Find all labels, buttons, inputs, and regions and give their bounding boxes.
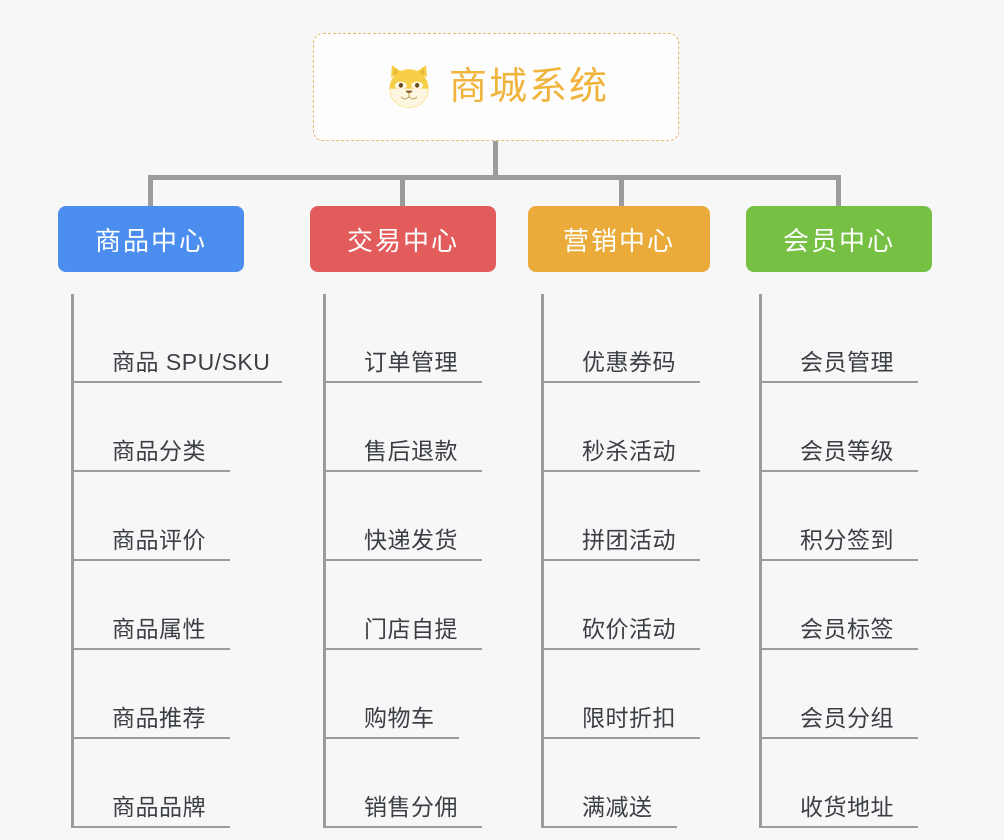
list-item-label: 商品评价 [112, 526, 206, 553]
list-item-rule [326, 648, 482, 650]
list-item[interactable]: 砍价活动 [544, 561, 710, 650]
list-item-label: 会员标签 [800, 615, 894, 642]
list-item-label: 会员分组 [800, 704, 894, 731]
list-item[interactable]: 商品品牌 [74, 739, 244, 828]
connector-horizontal-spine [148, 175, 841, 180]
list-item-rule [74, 470, 230, 472]
branch-header-3[interactable]: 营销中心 [528, 206, 710, 272]
branch-header-2[interactable]: 交易中心 [310, 206, 496, 272]
list-item-label: 快递发货 [364, 526, 458, 553]
list-item[interactable]: 收货地址 [762, 739, 932, 828]
list-item[interactable]: 商品分类 [74, 383, 244, 472]
list-item-label: 收货地址 [800, 793, 894, 820]
branch-header-4[interactable]: 会员中心 [746, 206, 932, 272]
branch-header-2-label: 交易中心 [346, 225, 459, 256]
list-item-rule [74, 381, 282, 383]
list-item-rule [326, 737, 459, 739]
list-item-rule [544, 648, 700, 650]
list-item[interactable]: 快递发货 [326, 472, 496, 561]
connector-drop-2 [400, 175, 405, 208]
list-item-label: 商品推荐 [112, 704, 206, 731]
list-item-rule [762, 648, 918, 650]
connector-drop-3 [619, 175, 624, 208]
list-item[interactable]: 限时折扣 [544, 650, 710, 739]
list-item-label: 砍价活动 [582, 615, 676, 642]
branch-items-2: 订单管理 售后退款 快递发货 门店自提 购物车 销售分佣 [323, 294, 496, 828]
list-item-rule [762, 559, 918, 561]
list-item-label: 商品 SPU/SKU [112, 348, 271, 375]
list-item[interactable]: 商品 SPU/SKU [74, 294, 282, 383]
list-item[interactable]: 满减送 [544, 739, 710, 828]
list-item-rule [544, 737, 700, 739]
list-item-rule [74, 826, 230, 828]
list-item[interactable]: 商品属性 [74, 561, 244, 650]
list-item[interactable]: 门店自提 [326, 561, 496, 650]
branch-header-3-label: 营销中心 [562, 225, 675, 256]
list-item-rule [762, 381, 918, 383]
list-item[interactable]: 订单管理 [326, 294, 496, 383]
list-item-label: 会员等级 [800, 437, 894, 464]
list-item[interactable]: 销售分佣 [326, 739, 496, 828]
branch-items-4: 会员管理 会员等级 积分签到 会员标签 会员分组 收货地址 [759, 294, 932, 828]
branch-column-4: 会员中心 会员管理 会员等级 积分签到 会员标签 会员分组 [746, 206, 932, 828]
branch-items-3: 优惠券码 秒杀活动 拼团活动 砍价活动 限时折扣 满减送 [541, 294, 710, 828]
list-item-label: 商品分类 [112, 437, 206, 464]
list-item-label: 会员管理 [800, 348, 894, 375]
list-item-rule [326, 559, 482, 561]
list-item[interactable]: 售后退款 [326, 383, 496, 472]
connector-drop-1 [148, 175, 153, 208]
list-item-label: 拼团活动 [582, 526, 676, 553]
list-item-rule [326, 381, 482, 383]
list-item-label: 商品品牌 [112, 793, 206, 820]
list-item[interactable]: 积分签到 [762, 472, 932, 561]
list-item[interactable]: 购物车 [326, 650, 496, 739]
list-item-rule [762, 826, 918, 828]
list-item-label: 满减送 [582, 793, 653, 820]
list-item[interactable]: 商品推荐 [74, 650, 244, 739]
shiba-dog-icon [383, 61, 435, 113]
list-item[interactable]: 秒杀活动 [544, 383, 710, 472]
list-item-rule [544, 826, 677, 828]
list-item[interactable]: 会员分组 [762, 650, 932, 739]
list-item-label: 优惠券码 [582, 348, 676, 375]
list-item-label: 门店自提 [364, 615, 458, 642]
list-item-label: 秒杀活动 [582, 437, 676, 464]
connector-drop-4 [836, 175, 841, 208]
branch-header-1[interactable]: 商品中心 [58, 206, 244, 272]
list-item-label: 订单管理 [364, 348, 458, 375]
branch-header-1-label: 商品中心 [94, 225, 207, 256]
list-item-rule [762, 470, 918, 472]
list-item-rule [544, 470, 700, 472]
list-item-label: 积分签到 [800, 526, 894, 553]
root-node-mall-system[interactable]: 商城系统 [313, 33, 679, 141]
connector-root-stem [493, 141, 498, 177]
list-item-rule [74, 648, 230, 650]
list-item[interactable]: 拼团活动 [544, 472, 710, 561]
list-item[interactable]: 商品评价 [74, 472, 244, 561]
branch-column-2: 交易中心 订单管理 售后退款 快递发货 门店自提 购物车 [310, 206, 496, 828]
list-item-label: 购物车 [364, 704, 435, 731]
list-item-label: 售后退款 [364, 437, 458, 464]
list-item-rule [326, 826, 482, 828]
list-item[interactable]: 优惠券码 [544, 294, 710, 383]
list-item-rule [74, 737, 230, 739]
list-item-rule [544, 559, 700, 561]
branch-header-4-label: 会员中心 [782, 225, 895, 256]
branch-column-3: 营销中心 优惠券码 秒杀活动 拼团活动 砍价活动 限时折扣 [528, 206, 710, 828]
list-item[interactable]: 会员管理 [762, 294, 932, 383]
list-item-label: 商品属性 [112, 615, 206, 642]
list-item-rule [544, 381, 700, 383]
list-item-rule [74, 559, 230, 561]
list-item-label: 限时折扣 [582, 704, 676, 731]
root-node-title: 商城系统 [448, 66, 609, 108]
list-item[interactable]: 会员等级 [762, 383, 932, 472]
branch-items-1: 商品 SPU/SKU 商品分类 商品评价 商品属性 商品推荐 商品品牌 [71, 294, 282, 828]
list-item-rule [762, 737, 918, 739]
branch-column-1: 商品中心 商品 SPU/SKU 商品分类 商品评价 商品属性 商品推荐 [58, 206, 282, 828]
list-item-rule [326, 470, 482, 472]
list-item-label: 销售分佣 [364, 793, 458, 820]
list-item[interactable]: 会员标签 [762, 561, 932, 650]
